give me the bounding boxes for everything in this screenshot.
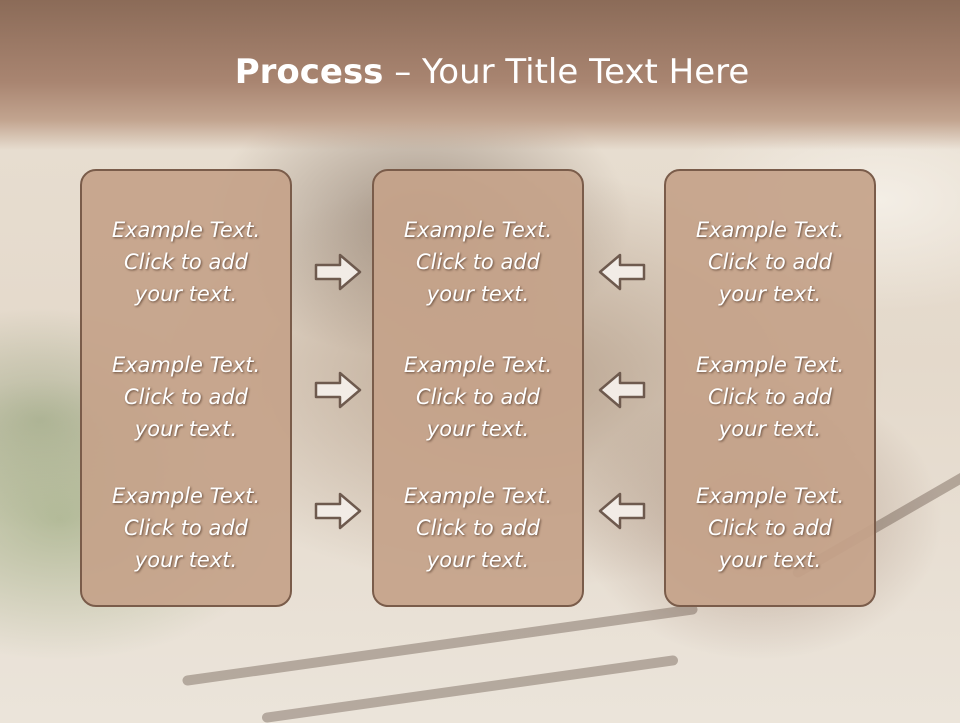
text-item[interactable]: Example Text. Click to add your text. <box>82 480 290 576</box>
text-line: Example Text. <box>111 484 261 508</box>
text-item[interactable]: Example Text. Click to add your text. <box>666 349 874 445</box>
title-bar <box>0 0 960 150</box>
text-item[interactable]: Example Text. Click to add your text. <box>374 480 582 576</box>
title-rest: – Your Title Text Here <box>383 52 750 92</box>
left-arrow-icon <box>598 492 646 530</box>
text-line: Example Text. <box>403 353 553 377</box>
left-arrow-icon <box>598 371 646 409</box>
text-line: Click to add <box>415 385 540 409</box>
text-line: Click to add <box>707 516 832 540</box>
text-line: Click to add <box>707 385 832 409</box>
text-line: Click to add <box>123 250 248 274</box>
text-line: your text. <box>718 282 822 306</box>
right-arrow-icon <box>314 371 362 409</box>
right-arrow-icon <box>314 492 362 530</box>
text-line: your text. <box>426 417 530 441</box>
text-line: your text. <box>134 282 238 306</box>
text-item[interactable]: Example Text. Click to add your text. <box>374 214 582 310</box>
text-line: your text. <box>426 282 530 306</box>
text-line: Example Text. <box>695 353 845 377</box>
text-item[interactable]: Example Text. Click to add your text. <box>374 349 582 445</box>
text-line: Click to add <box>123 516 248 540</box>
text-line: your text. <box>134 548 238 572</box>
title-bold: Process <box>234 52 384 92</box>
text-line: your text. <box>426 548 530 572</box>
text-line: Example Text. <box>403 484 553 508</box>
text-panel-right[interactable]: Example Text. Click to add your text. Ex… <box>664 169 876 607</box>
text-line: Click to add <box>123 385 248 409</box>
text-line: your text. <box>718 548 822 572</box>
text-item[interactable]: Example Text. Click to add your text. <box>666 214 874 310</box>
text-line: Example Text. <box>111 218 261 242</box>
text-item[interactable]: Example Text. Click to add your text. <box>82 349 290 445</box>
text-line: Example Text. <box>111 353 261 377</box>
background-sauce-stripe <box>181 603 699 687</box>
left-arrow-icon <box>598 253 646 291</box>
text-panel-left[interactable]: Example Text. Click to add your text. Ex… <box>80 169 292 607</box>
text-panel-center[interactable]: Example Text. Click to add your text. Ex… <box>372 169 584 607</box>
text-line: Click to add <box>415 250 540 274</box>
text-line: Example Text. <box>403 218 553 242</box>
text-line: Example Text. <box>695 484 845 508</box>
text-line: Click to add <box>415 516 540 540</box>
text-line: Example Text. <box>695 218 845 242</box>
slide-title[interactable]: Process – Your Title Text Here <box>0 52 960 92</box>
text-item[interactable]: Example Text. Click to add your text. <box>666 480 874 576</box>
text-line: your text. <box>718 417 822 441</box>
text-line: your text. <box>134 417 238 441</box>
text-line: Click to add <box>707 250 832 274</box>
text-item[interactable]: Example Text. Click to add your text. <box>82 214 290 310</box>
right-arrow-icon <box>314 253 362 291</box>
